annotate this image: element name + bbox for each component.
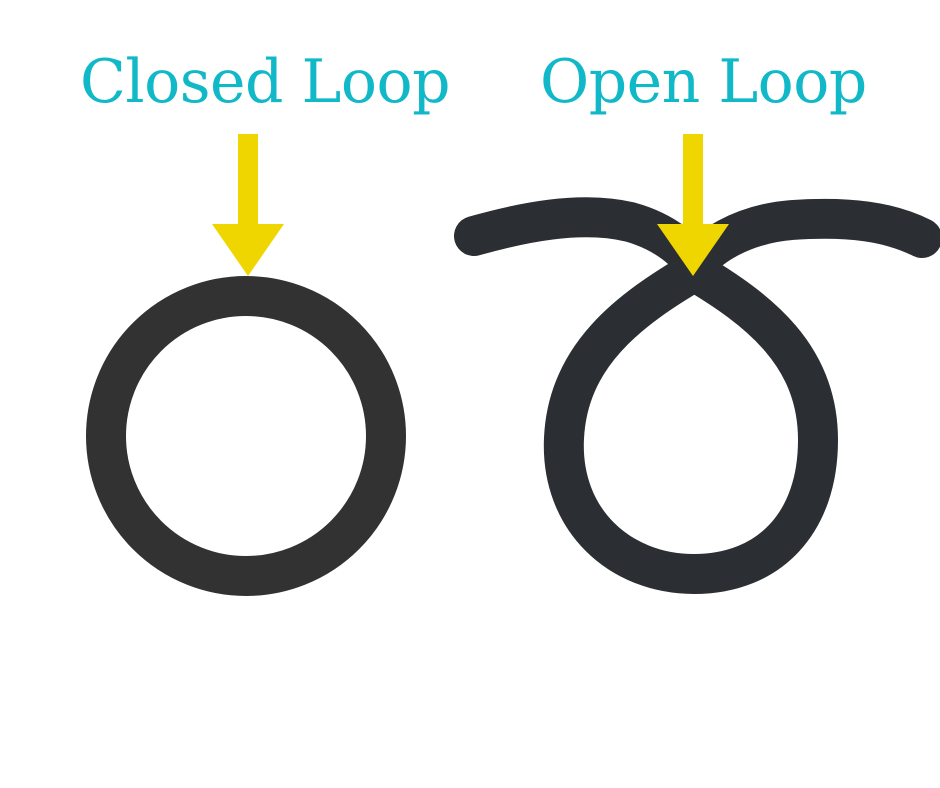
closed-loop-label: Closed Loop [80, 47, 451, 117]
closed-loop-icon [86, 276, 406, 596]
down-arrow-icon [657, 134, 729, 276]
open-loop-icon [454, 197, 940, 594]
open-loop-label: Open Loop [540, 47, 867, 117]
down-arrow-icon [212, 134, 284, 276]
